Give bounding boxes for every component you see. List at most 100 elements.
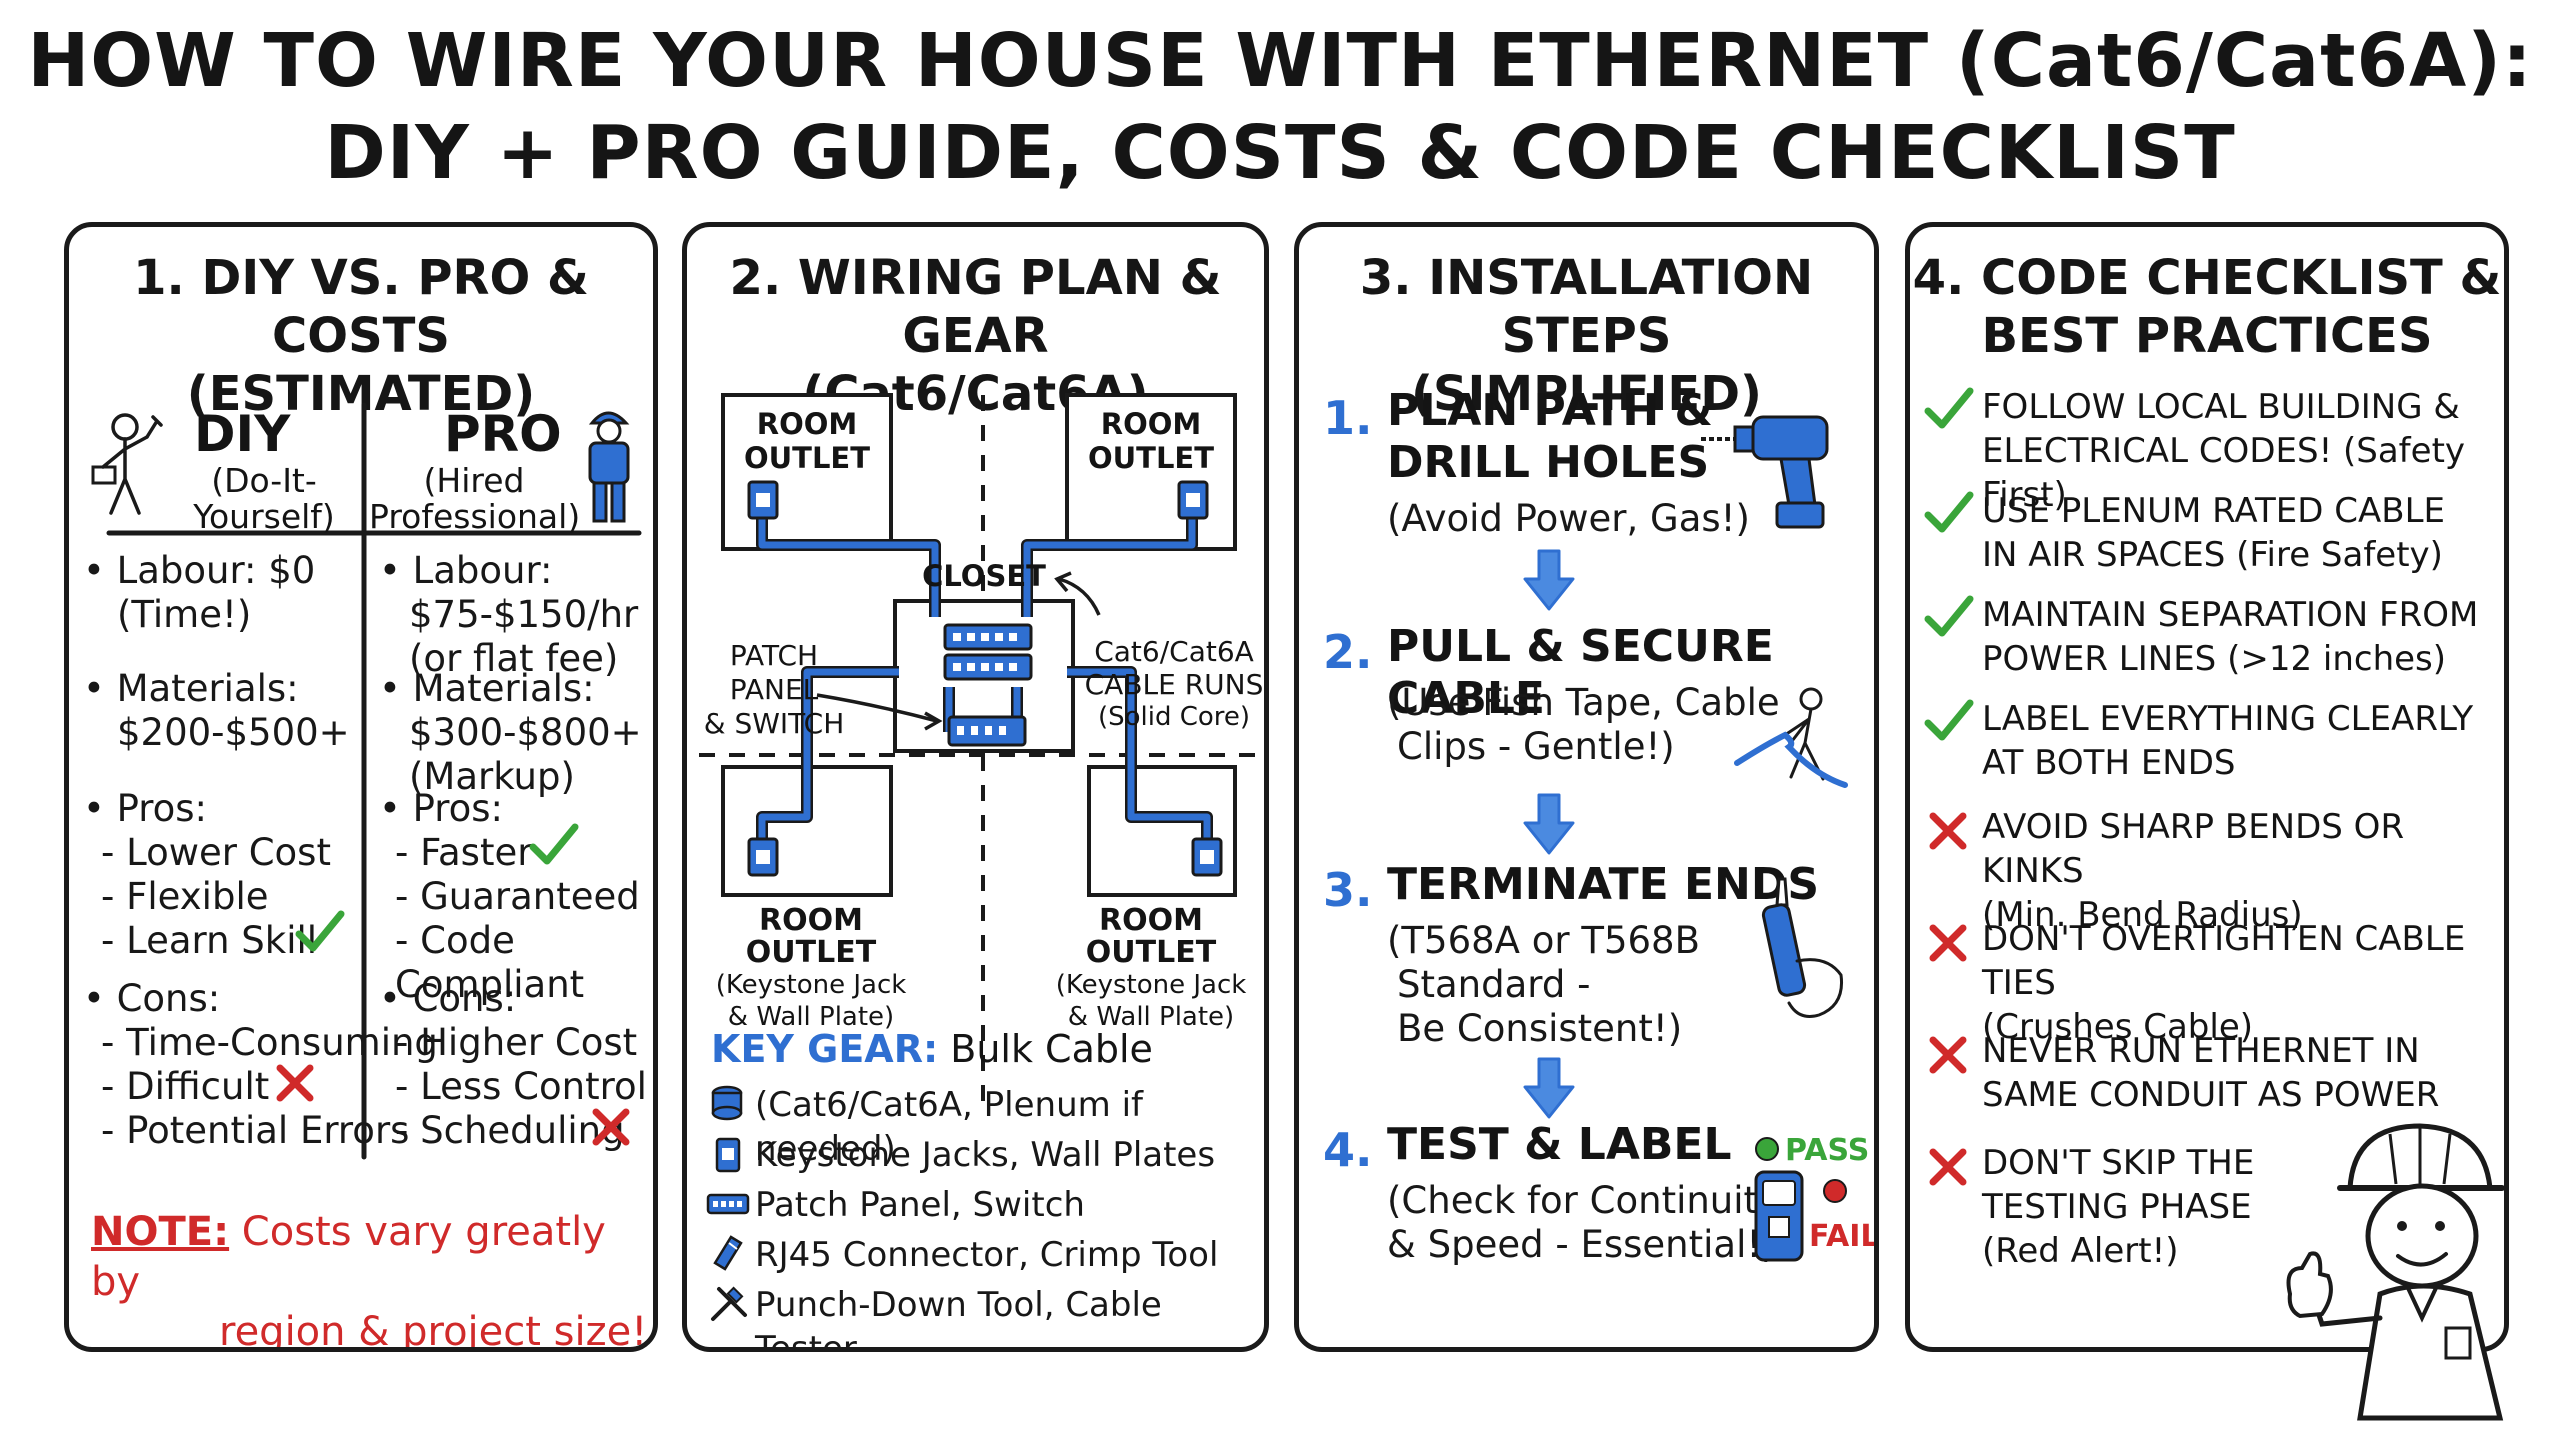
keystone-jack-icon — [715, 1137, 741, 1173]
pro-faster-check-icon — [529, 823, 579, 865]
wall-jack-bottom-left — [747, 837, 779, 877]
diy-learn-skill-check-icon — [295, 910, 345, 952]
diy-subtitle-line2: Yourself) — [193, 497, 335, 536]
room-label-line: OUTLET — [743, 441, 871, 475]
checklist-item: AVOID SHARP BENDS OR KINKS (Min. Bend Ra… — [1982, 805, 2504, 937]
cable-pulling-person-icon — [1734, 687, 1848, 788]
pro-con-item: - Less Control — [395, 1065, 647, 1108]
room-label-line: (Keystone Jack — [715, 970, 907, 1000]
check-icon — [1924, 491, 1974, 533]
diy-pro-item: - Learn Skill — [101, 919, 318, 962]
room-label-bottom-left: ROOM OUTLET (Keystone Jack & Wall Plate) — [691, 905, 931, 1033]
diy-materials-line2: $200-$500+ — [117, 711, 350, 754]
pass-indicator-icon — [1755, 1137, 1779, 1161]
room-label-bottom-right: ROOM OUTLET (Keystone Jack & Wall Plate) — [1033, 903, 1264, 1033]
step-3-note-line3: Be Consistent!) — [1397, 1007, 1683, 1050]
checklist-item: USE PLENUM RATED CABLE IN AIR SPACES (Fi… — [1982, 489, 2445, 577]
step-arrow-down-icon — [1523, 549, 1575, 611]
checklist-item-line1: DON'T OVERTIGHTEN CABLE TIES — [1982, 919, 2466, 1003]
gear-item: Keystone Jacks, Wall Plates — [755, 1135, 1216, 1175]
patch-panel-icon — [706, 1193, 750, 1215]
panel-diy-vs-pro: 1. DIY VS. PRO & COSTS (ESTIMATED) DIY (… — [64, 222, 658, 1352]
step-3-number: 3. — [1323, 863, 1373, 917]
key-gear-label: KEY GEAR: — [711, 1027, 939, 1071]
panel1-heading-line2: (ESTIMATED) — [186, 366, 536, 422]
step-arrow-down-icon — [1523, 1057, 1575, 1119]
diy-con-item: - Potential Errors — [101, 1109, 410, 1152]
diy-pro-item: - Flexible — [101, 875, 269, 918]
step-2-note: (Use Fish Tape, Cable Clips - Gentle!) — [1387, 681, 1780, 769]
panel4-heading-line2: BEST PRACTICES — [1981, 308, 2433, 364]
runs-label-line: (Solid Core) — [1097, 702, 1251, 732]
step-1-note: (Avoid Power, Gas!) — [1387, 497, 1750, 540]
diy-subtitle-line1: (Do-It- — [211, 461, 317, 500]
panel-wiring-plan: 2. WIRING PLAN & GEAR (Cat6/Cat6A) — [682, 222, 1269, 1352]
cable-runs-label: Cat6/Cat6A CABLE RUNS (Solid Core) — [1079, 635, 1264, 734]
cable-tester-icon — [1754, 1170, 1804, 1262]
panel4-heading: 4. CODE CHECKLIST & BEST PRACTICES — [1910, 249, 2504, 365]
diy-pros-label: • Pros: — [83, 787, 208, 830]
checklist-item-line1: DON'T SKIP THE — [1982, 1143, 2255, 1183]
patch-label-line: & SWITCH — [703, 707, 845, 740]
step-2-note-line2: Clips - Gentle!) — [1397, 725, 1675, 768]
patch-panel-ports — [953, 633, 1017, 641]
pro-materials-line1: • Materials: — [379, 667, 595, 710]
room-label-top-left: ROOM OUTLET — [723, 407, 891, 475]
room-label-line: ROOM — [1100, 407, 1202, 441]
runs-label-line: Cat6/Cat6A — [1094, 635, 1254, 668]
checklist-item-line2: SAME CONDUIT AS POWER — [1982, 1075, 2440, 1115]
wiring-diagram — [699, 393, 1259, 1107]
panel1-heading: 1. DIY VS. PRO & COSTS (ESTIMATED) — [69, 249, 653, 423]
step-3-title: TERMINATE ENDS — [1387, 859, 1820, 910]
checklist-item: DON'T SKIP THE TESTING PHASE (Red Alert!… — [1982, 1141, 2254, 1273]
key-gear-first: Bulk Cable — [938, 1027, 1153, 1071]
diy-materials-line1: • Materials: — [83, 667, 299, 710]
checklist-item-line2: ELECTRICAL CODES! (Safety First) — [1982, 431, 2466, 515]
closet-label: CLOSET — [922, 559, 1046, 593]
gear-item: Punch-Down Tool, Cable Tester — [755, 1285, 1162, 1352]
diy-con-item: - Difficult — [101, 1065, 270, 1108]
step-1-title: PLAN PATH & DRILL HOLES — [1387, 385, 1713, 489]
pro-subtitle-line2: Professional) — [369, 497, 581, 536]
cable-runs — [758, 509, 1211, 857]
checklist-item: DON'T OVERTIGHTEN CABLE TIES (Crushes Ca… — [1982, 917, 2504, 1049]
patch-label-line: PATCH PANEL — [729, 639, 819, 706]
step-4-note: (Check for Continuity & Speed - Essentia… — [1387, 1179, 1780, 1267]
worker-thumbs-up-icon — [2286, 1123, 2505, 1421]
diy-title: DIY — [194, 405, 291, 463]
step-4-title: TEST & LABEL — [1387, 1119, 1732, 1170]
pro-materials-line3: (Markup) — [409, 755, 575, 798]
pro-pros: • Pros: - Faster - Guaranteed - Code Com… — [379, 787, 653, 1007]
check-icon — [1924, 595, 1974, 637]
checklist-item-line1: AVOID SHARP BENDS OR KINKS — [1982, 807, 2405, 891]
pro-materials-line2: $300-$800+ — [409, 711, 642, 754]
termination-tool-icon — [1761, 877, 1844, 1018]
wall-jack-top-left — [747, 480, 779, 520]
checklist-item-line2: TESTING PHASE — [1982, 1187, 2252, 1227]
step-1-title-line1: PLAN PATH & — [1387, 385, 1713, 436]
panel3-heading-line2: (SIMPLIFIED) — [1411, 366, 1762, 422]
gear-item: (Cat6/Cat6A, Plenum if needed) — [755, 1085, 1143, 1169]
diy-person-icon — [91, 413, 163, 515]
diy-labour: • Labour: $0 (Time!) — [83, 549, 315, 637]
checklist-item: NEVER RUN ETHERNET IN SAME CONDUIT AS PO… — [1982, 1029, 2439, 1117]
step-3-note-line1: (T568A or T568B — [1387, 919, 1700, 962]
patch-panel-label: PATCH PANEL & SWITCH — [689, 639, 859, 741]
panel1-heading-line1: 1. DIY VS. PRO & COSTS — [133, 250, 589, 364]
step-3-note-line2: Standard - — [1397, 963, 1591, 1006]
room-label-line: (Keystone Jack — [1055, 970, 1247, 1000]
pro-cons: • Cons: - Higher Cost - Less Control - S… — [379, 977, 647, 1153]
checklist-item-line1: LABEL EVERYTHING CLEARLY — [1982, 699, 2474, 739]
checklist-item-line2: (Crushes Cable) — [1982, 1007, 2254, 1047]
fail-indicator-icon — [1823, 1179, 1847, 1203]
step-4-number: 4. — [1323, 1123, 1373, 1177]
room-label-line: & Wall Plate) — [727, 1002, 895, 1032]
room-label-line: ROOM OUTLET — [1085, 903, 1217, 970]
checklist-item-line1: MAINTAIN SEPARATION FROM — [1982, 595, 2479, 635]
check-icon — [1924, 699, 1974, 741]
room-label-line: ROOM — [756, 407, 858, 441]
note-label: NOTE: — [91, 1209, 230, 1255]
panel2-heading-line1: 2. WIRING PLAN & GEAR — [729, 250, 1222, 364]
panel-installation-steps: 3. INSTALLATION STEPS (SIMPLIFIED) 1. PL… — [1294, 222, 1879, 1352]
note-line2: region & project size! — [219, 1309, 648, 1352]
